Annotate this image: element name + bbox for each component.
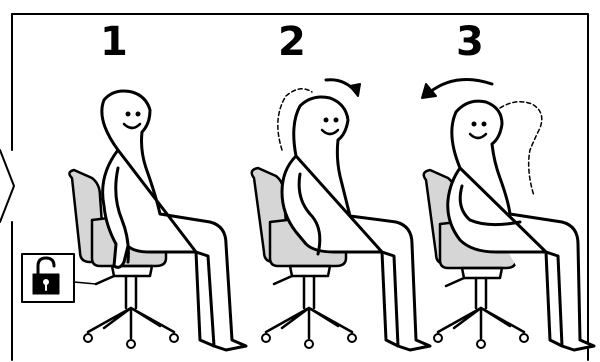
- figure-eye-1b: [136, 112, 141, 117]
- chair-legs-2: [266, 308, 352, 338]
- chair-lever-1: [96, 276, 114, 284]
- figure-eye-2a: [324, 118, 329, 123]
- chair-mechanism-3: [462, 268, 502, 278]
- lock-pointer-line: [74, 282, 96, 284]
- figure-eye-2b: [334, 118, 339, 123]
- rotate-clockwise-arrowhead: [350, 84, 360, 96]
- chair-lever-3: [446, 278, 464, 286]
- previous-posture-outline-3: [500, 102, 542, 196]
- panel-3: [422, 80, 594, 351]
- chair-legs-1: [88, 308, 174, 338]
- figure-body-3: [448, 101, 594, 350]
- rotate-counter-clockwise-arrow: [430, 80, 492, 93]
- chair-lever-2: [274, 276, 292, 284]
- figure-eye-1a: [126, 112, 131, 117]
- step-number-1: 1: [100, 22, 128, 62]
- figure-eye-3a: [472, 122, 477, 127]
- panel-2: [252, 80, 430, 350]
- chevron-right-icon: [0, 150, 14, 222]
- chair-mechanism-2: [290, 266, 330, 276]
- unlocked-padlock-icon: [22, 254, 74, 302]
- figure-eye-3b: [482, 122, 487, 127]
- chair-legs-3: [438, 308, 524, 338]
- step-number-3: 3: [456, 22, 484, 62]
- chair-column-1: [126, 276, 136, 308]
- step-number-2: 2: [278, 22, 306, 62]
- chair-column-3: [476, 278, 486, 308]
- panel-1: [69, 91, 246, 350]
- chair-column-2: [304, 276, 314, 308]
